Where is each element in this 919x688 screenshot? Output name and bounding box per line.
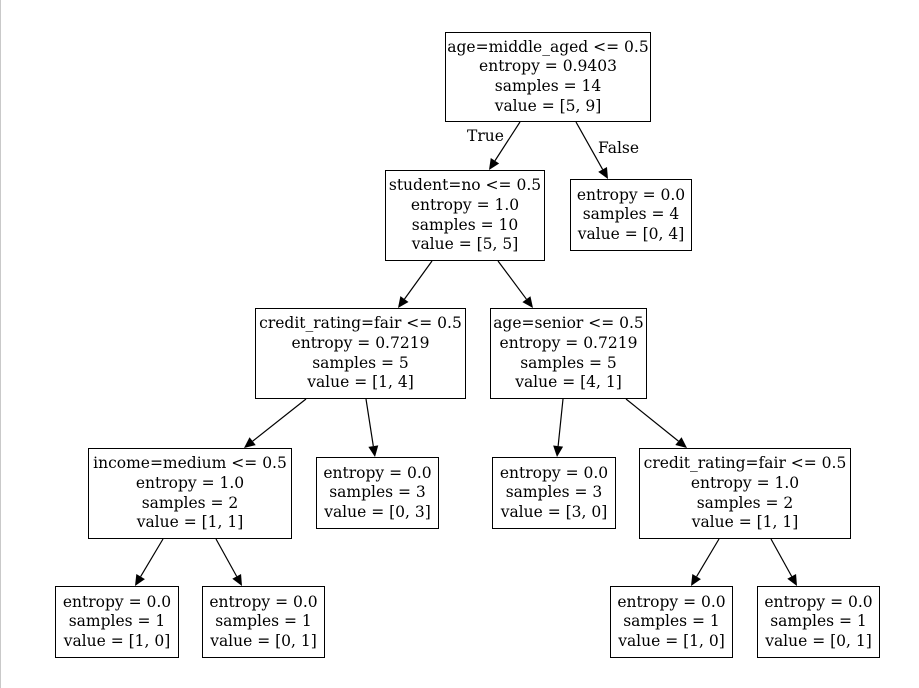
tree-node-age-senior: age=senior <= 0.5 entropy = 0.7219 sampl… — [490, 308, 647, 399]
node-value: value = [0, 1] — [765, 631, 872, 650]
tree-edge-line — [252, 398, 307, 442]
tree-edge-arrowhead — [368, 445, 379, 457]
node-entropy: entropy = 0.0 — [323, 463, 432, 482]
tree-leaf-not-senior: entropy = 0.0 samples = 3 value = [3, 0] — [492, 457, 616, 529]
tree-node-root: age=middle_aged <= 0.5 entropy = 0.9403 … — [445, 32, 651, 122]
node-value: value = [0, 1] — [210, 631, 317, 650]
node-samples: samples = 3 — [329, 483, 426, 502]
node-value: value = [5, 5] — [411, 235, 519, 254]
node-split-condition: student=no <= 0.5 — [388, 176, 542, 195]
node-split-condition: age=middle_aged <= 0.5 — [447, 37, 649, 56]
node-entropy: entropy = 0.9403 — [479, 57, 617, 76]
tree-node-credit-rating-right: credit_rating=fair <= 0.5 entropy = 1.0 … — [639, 448, 851, 539]
tree-leaf-income-right: entropy = 0.0 samples = 1 value = [0, 1] — [202, 586, 325, 658]
tree-edge-arrowhead — [398, 296, 409, 308]
node-samples: samples = 4 — [582, 205, 680, 224]
node-entropy: entropy = 1.0 — [690, 473, 800, 492]
node-entropy: entropy = 0.0 — [576, 185, 686, 204]
node-split-condition: credit_rating=fair <= 0.5 — [259, 314, 462, 333]
tree-edge-line — [557, 398, 564, 447]
tree-edge-arrowhead — [489, 158, 500, 170]
tree-leaf-credit-fair: entropy = 0.0 samples = 3 value = [0, 3] — [316, 457, 439, 529]
node-split-condition: income=medium <= 0.5 — [93, 454, 287, 473]
tree-edge-line — [215, 538, 238, 577]
node-samples: samples = 1 — [770, 612, 867, 631]
tree-edge-arrowhead — [787, 573, 797, 586]
tree-edge-line — [140, 538, 164, 577]
node-samples: samples = 3 — [505, 483, 603, 502]
node-entropy: entropy = 1.0 — [410, 195, 520, 214]
node-value: value = [1, 4] — [307, 373, 414, 392]
tree-edge-line — [497, 260, 527, 300]
tree-edge-line — [575, 121, 604, 170]
tree-node-income-medium: income=medium <= 0.5 entropy = 1.0 sampl… — [88, 448, 292, 539]
node-value: value = [1, 1] — [136, 513, 244, 532]
tree-edge-arrowhead — [135, 573, 145, 586]
node-samples: samples = 5 — [520, 353, 617, 372]
node-value: value = [5, 9] — [494, 96, 602, 115]
tree-edge-arrowhead — [522, 296, 533, 308]
node-samples: samples = 14 — [494, 77, 602, 95]
edge-label-true: True — [467, 127, 504, 145]
tree-edge-line — [494, 121, 521, 162]
node-entropy: entropy = 0.0 — [617, 592, 726, 611]
node-entropy: entropy = 0.0 — [764, 592, 873, 611]
node-entropy: entropy = 0.0 — [62, 592, 172, 611]
tree-node-credit-rating-left: credit_rating=fair <= 0.5 entropy = 0.72… — [255, 308, 466, 399]
node-value: value = [0, 4] — [577, 224, 685, 243]
node-samples: samples = 2 — [696, 493, 794, 512]
node-entropy: entropy = 0.7219 — [499, 333, 638, 352]
tree-edge-line — [365, 398, 374, 447]
tree-edge-arrowhead — [691, 573, 701, 586]
tree-edge-line — [625, 398, 679, 442]
node-value: value = [1, 0] — [618, 631, 725, 650]
node-samples: samples = 10 — [411, 215, 519, 234]
tree-edge-arrowhead — [244, 437, 256, 448]
node-samples: samples = 1 — [68, 612, 166, 631]
node-split-condition: credit_rating=fair <= 0.5 — [643, 454, 847, 473]
tree-edge-line — [696, 538, 720, 577]
node-value: value = [0, 3] — [324, 502, 431, 521]
node-samples: samples = 5 — [312, 353, 409, 372]
node-value: value = [1, 0] — [63, 631, 171, 650]
node-samples: samples = 1 — [623, 612, 720, 631]
node-entropy: entropy = 0.0 — [209, 592, 318, 611]
tree-leaf-credit-right-right: entropy = 0.0 samples = 1 value = [0, 1] — [757, 586, 880, 658]
tree-edge-arrowhead — [598, 166, 608, 179]
tree-edge-arrowhead — [675, 437, 687, 448]
node-value: value = [3, 0] — [500, 502, 608, 521]
tree-edge-arrowhead — [553, 445, 564, 457]
node-entropy: entropy = 1.0 — [135, 473, 245, 492]
node-value: value = [4, 1] — [515, 373, 622, 392]
tree-edge-line — [770, 538, 793, 577]
node-split-condition: age=senior <= 0.5 — [493, 314, 644, 333]
node-samples: samples = 1 — [215, 612, 312, 631]
tree-leaf-credit-right-left: entropy = 0.0 samples = 1 value = [1, 0] — [610, 586, 733, 658]
node-entropy: entropy = 0.7219 — [291, 333, 430, 352]
node-value: value = [1, 1] — [691, 513, 799, 532]
node-entropy: entropy = 0.0 — [499, 463, 609, 482]
node-samples: samples = 2 — [141, 493, 239, 512]
tree-leaf-middle-aged: entropy = 0.0 samples = 4 value = [0, 4] — [570, 179, 692, 251]
tree-edge-line — [403, 260, 433, 300]
tree-node-student: student=no <= 0.5 entropy = 1.0 samples … — [385, 170, 545, 261]
tree-edge-arrowhead — [232, 573, 242, 586]
edge-label-false: False — [598, 139, 640, 157]
tree-leaf-income-left: entropy = 0.0 samples = 1 value = [1, 0] — [55, 586, 179, 658]
